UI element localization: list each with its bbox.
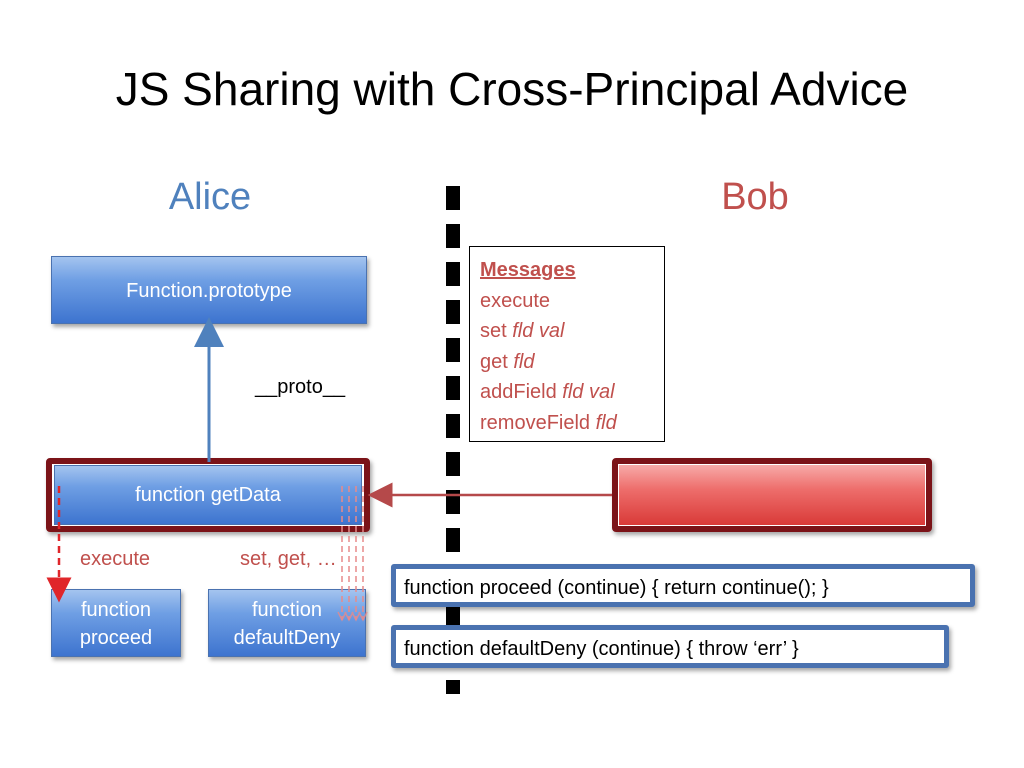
bob-label: Bob [721,176,789,218]
message-item: addField fld val [480,381,615,403]
principal-divider [446,186,460,694]
message-item: set fld val [480,320,565,342]
bob-function-box [619,465,925,525]
proto-label: __proto__ [255,376,346,398]
message-item: execute [480,289,551,312]
default-deny-code-box: function defaultDeny (continue) { throw … [391,625,949,668]
set-get-label: set, get, … [240,548,337,570]
bob-function-border [612,458,932,532]
alice-label: Alice [168,176,252,218]
function-proceed-box: function proceed [51,589,181,657]
messages-heading: Messages [480,259,576,281]
message-item: get fld [480,350,535,373]
function-default-deny-box: function defaultDeny [208,589,366,657]
slide-title: JS Sharing with Cross-Principal Advice [115,63,909,115]
proceed-code-box: function proceed (continue) { return con… [391,564,975,607]
messages-box: Messages execute set fld val get fld add… [469,246,665,442]
function-getdata-box: function getData [54,465,362,525]
execute-label: execute [80,548,151,570]
message-item: removeField fld [480,411,617,434]
function-prototype-box: Function.prototype [51,256,367,324]
